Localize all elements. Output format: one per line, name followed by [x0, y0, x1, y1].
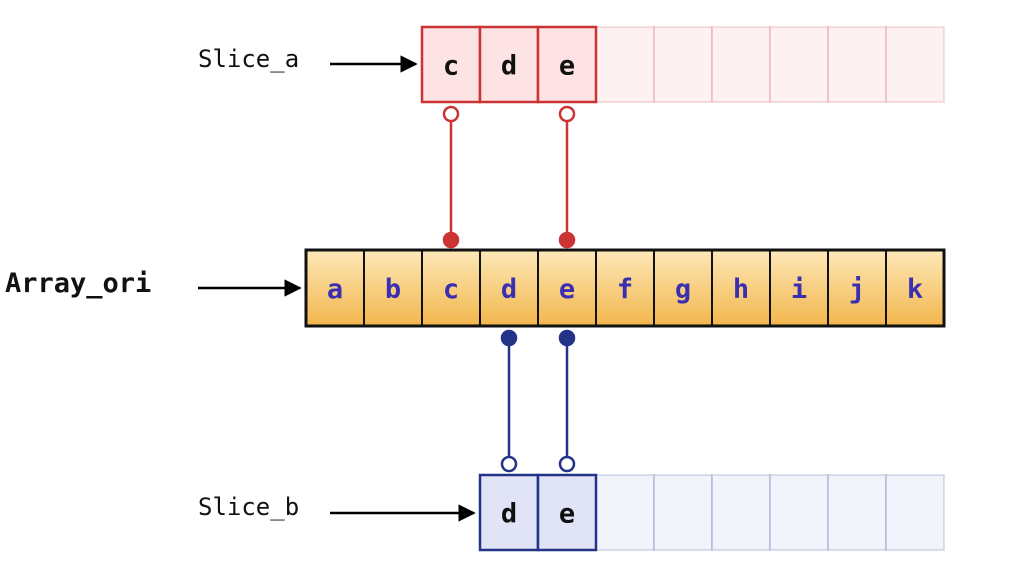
array-cell-label: f [617, 274, 633, 305]
connector-hollow-dot [558, 105, 576, 123]
array-outline [304, 248, 946, 328]
slice-b-label: Slice_b [198, 493, 299, 521]
array-cell-label: c [443, 274, 459, 305]
capacity-slot [769, 26, 829, 103]
array-cell-label: g [675, 274, 691, 305]
array-ori-block: a b c d e f g h i j k [304, 248, 946, 328]
array-cell-label: d [501, 274, 517, 305]
slice-cell-label: d [501, 499, 517, 530]
array-cell-label: a [327, 274, 343, 305]
capacity-slot [827, 474, 887, 551]
slice-cell [536, 473, 598, 552]
array-cell [827, 249, 887, 327]
capacity-slot [711, 26, 771, 103]
connector-filled-dot [442, 231, 460, 249]
slice-cell-label: c [443, 51, 459, 82]
capacity-slot [885, 474, 945, 551]
array-cell [769, 249, 829, 327]
array-cell [595, 249, 655, 327]
slice-a-block: c d e [420, 25, 945, 104]
array-cell-label: h [733, 274, 749, 305]
capacity-slot [711, 474, 771, 551]
connector-hollow-dot [558, 455, 576, 473]
slice-cell-label: e [559, 51, 575, 82]
array-cell [537, 249, 597, 327]
capacity-slot [769, 474, 829, 551]
array-cell-label: e [559, 274, 575, 305]
slice-cell [478, 473, 540, 552]
array-cell-label: j [849, 274, 865, 305]
array-cell-label: k [907, 274, 923, 305]
connector-filled-dot [558, 329, 576, 347]
array-cell-label: b [385, 274, 401, 305]
slice-cell [420, 25, 482, 104]
capacity-slot [595, 474, 655, 551]
capacity-slot [653, 26, 713, 103]
array-cell-label: i [791, 274, 807, 305]
array-ori-label: Array_ori [5, 268, 151, 299]
slice-cell [536, 25, 598, 104]
capacity-slot [595, 26, 655, 103]
connector-hollow-dot [442, 105, 460, 123]
slice-cell-label: e [559, 499, 575, 530]
connector-filled-dot [500, 329, 518, 347]
capacity-slot [827, 26, 887, 103]
slice-cell [478, 25, 540, 104]
slice-cell-label: d [501, 51, 517, 82]
connector-filled-dot [558, 231, 576, 249]
capacity-slot [885, 26, 945, 103]
capacity-slot [653, 474, 713, 551]
pointer-connectors [442, 105, 576, 473]
connector-hollow-dot [500, 455, 518, 473]
slice-a-label: Slice_a [198, 45, 299, 73]
